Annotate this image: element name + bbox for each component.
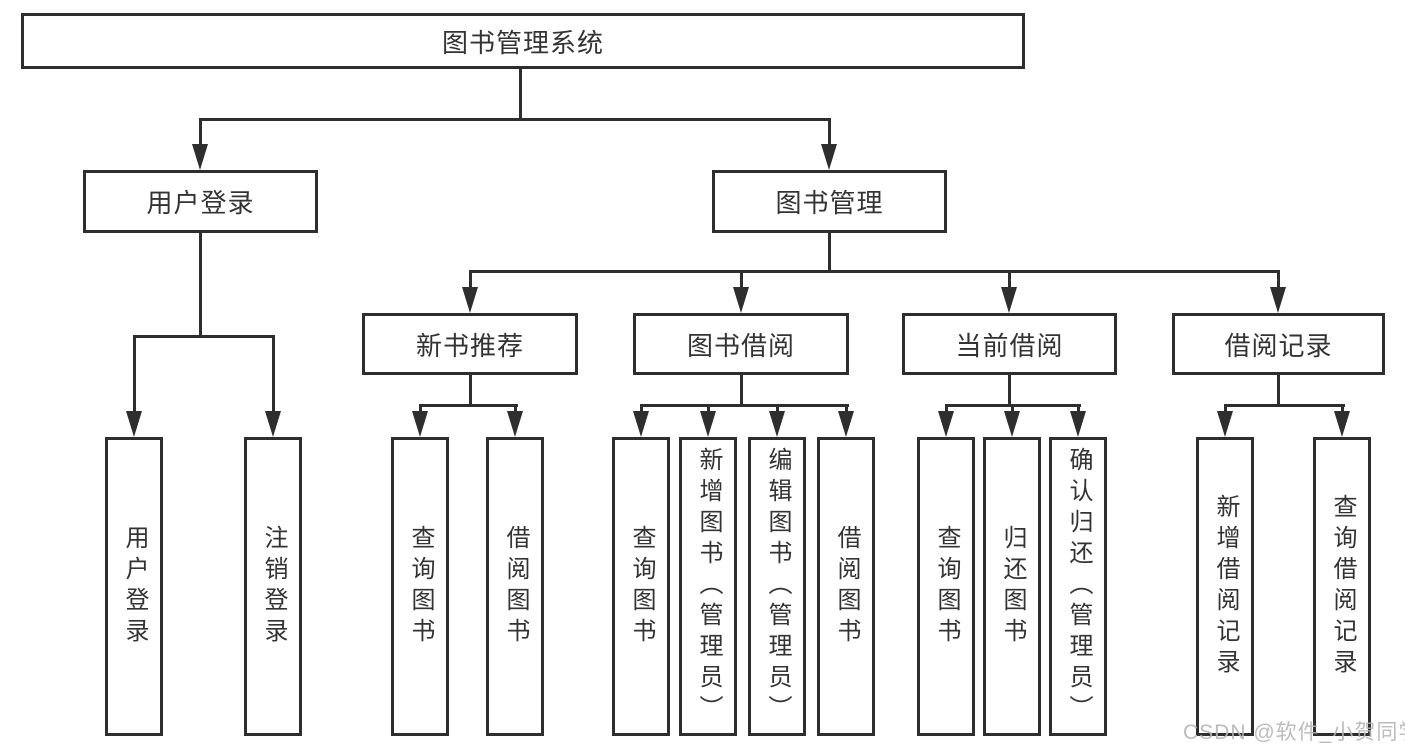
arrow-down-icon [412,411,428,437]
leaf-search-borrow-record-label: 查询借阅记录 [1329,493,1356,680]
connector-user-login-rail [133,335,275,338]
leaf-logout: 注销登录 [244,437,302,736]
connector-to-leaf [1011,404,1014,416]
leaf-search-books-current: 查询图书 [917,437,975,736]
connector-to-current-borrowing [1008,270,1011,289]
leaf-add-book-admin: 新增图书（管理员） [679,437,737,736]
connector-to-leaf [419,404,422,416]
leaf-add-borrow-record-label: 新增借阅记录 [1212,493,1239,680]
arrow-down-icon [838,411,854,437]
leaf-search-books-recommend: 查询图书 [391,437,449,736]
connector-level3-rail [469,270,1280,273]
connector-book-borrowing-rail [640,404,849,407]
connector-to-book-borrowing [740,270,743,289]
arrow-down-icon [265,411,281,437]
leaf-search-books-current-label: 查询图书 [933,524,960,649]
arrow-down-icon [1004,411,1020,437]
node-user-login: 用户登录 [83,170,318,233]
leaf-borrow-books-recommend: 借阅图书 [486,437,544,736]
node-user-login-label: 用户登录 [146,188,255,218]
connector-current-borrowing-stem [1008,375,1011,406]
connector-to-leaf [1341,404,1344,416]
connector-to-leaf [945,404,948,416]
connector-to-book-management [828,118,831,146]
leaf-search-borrow-record: 查询借阅记录 [1313,437,1371,736]
node-new-book-recommend: 新书推荐 [362,313,578,375]
leaf-add-borrow-record: 新增借阅记录 [1196,437,1254,736]
node-current-borrowing: 当前借阅 [902,313,1117,375]
leaf-confirm-return-admin-label: 确认归还（管理员） [1065,447,1092,726]
connector-to-leaf [514,404,517,416]
csdn-watermark: CSDN @软件_小贺同学 [1183,721,1405,744]
arrow-down-icon [733,287,749,313]
arrow-down-icon [633,411,649,437]
connector-to-new-book-recommend [469,270,472,289]
connector-user-login-stem [199,233,202,336]
arrow-down-icon [1334,411,1350,437]
connector-to-leaf [707,404,710,416]
arrow-down-icon [126,411,142,437]
node-new-book-recommend-label: 新书推荐 [415,330,524,361]
connector-to-leaf-logout [272,335,275,413]
connector-to-leaf [1224,404,1227,416]
leaf-borrow-books-borrowing: 借阅图书 [817,437,875,736]
leaf-search-books-borrowing-label: 查询图书 [628,524,655,649]
leaf-search-books-recommend-label: 查询图书 [407,524,434,649]
connector-to-leaf [640,404,643,416]
leaf-return-book: 归还图书 [983,437,1041,736]
leaf-user-login: 用户登录 [105,437,163,736]
arrow-down-icon [1070,411,1086,437]
arrow-down-icon [821,144,837,170]
leaf-return-book-label: 归还图书 [999,524,1026,649]
connector-to-leaf-user-login [133,335,136,413]
arrow-down-icon [700,411,716,437]
node-book-borrowing-label: 图书借阅 [686,330,795,361]
connector-borrowing-records-rail [1224,404,1345,407]
arrow-down-icon [938,411,954,437]
arrow-down-icon [1270,287,1286,313]
node-borrowing-records-label: 借阅记录 [1224,330,1333,361]
node-book-borrowing: 图书借阅 [633,313,849,375]
node-root: 图书管理系统 [21,13,1025,69]
connector-borrowing-records-stem [1277,375,1280,406]
leaf-edit-book-admin-label: 编辑图书（管理员） [764,447,791,726]
connector-book-borrowing-stem [740,375,743,406]
connector-book-management-stem [828,233,831,272]
node-root-label: 图书管理系统 [441,27,604,58]
connector-to-user-login [199,118,202,146]
connector-level2-rail [199,118,831,121]
node-borrowing-records: 借阅记录 [1172,313,1385,375]
leaf-borrow-books-borrowing-label: 借阅图书 [833,524,860,649]
connector-new-book-recommend-rail [419,404,518,407]
leaf-logout-label: 注销登录 [260,524,287,649]
arrow-down-icon [507,411,523,437]
arrow-down-icon [769,411,785,437]
connector-root-stem [519,69,522,118]
leaf-user-login-label: 用户登录 [121,524,148,649]
connector-to-leaf [776,404,779,416]
connector-to-borrowing-records [1277,270,1280,289]
arrow-down-icon [1001,287,1017,313]
connector-to-leaf [845,404,848,416]
leaf-borrow-books-recommend-label: 借阅图书 [502,524,529,649]
connector-new-book-recommend-stem [469,375,472,406]
node-book-management: 图书管理 [712,170,947,233]
arrow-down-icon [192,144,208,170]
node-current-borrowing-label: 当前借阅 [955,330,1064,361]
leaf-edit-book-admin: 编辑图书（管理员） [748,437,806,736]
arrow-down-icon [462,287,478,313]
arrow-down-icon [1217,411,1233,437]
node-book-management-label: 图书管理 [775,188,884,218]
leaf-confirm-return-admin: 确认归还（管理员） [1049,437,1107,736]
connector-to-leaf [1077,404,1080,416]
leaf-search-books-borrowing: 查询图书 [612,437,670,736]
leaf-add-book-admin-label: 新增图书（管理员） [695,447,722,726]
